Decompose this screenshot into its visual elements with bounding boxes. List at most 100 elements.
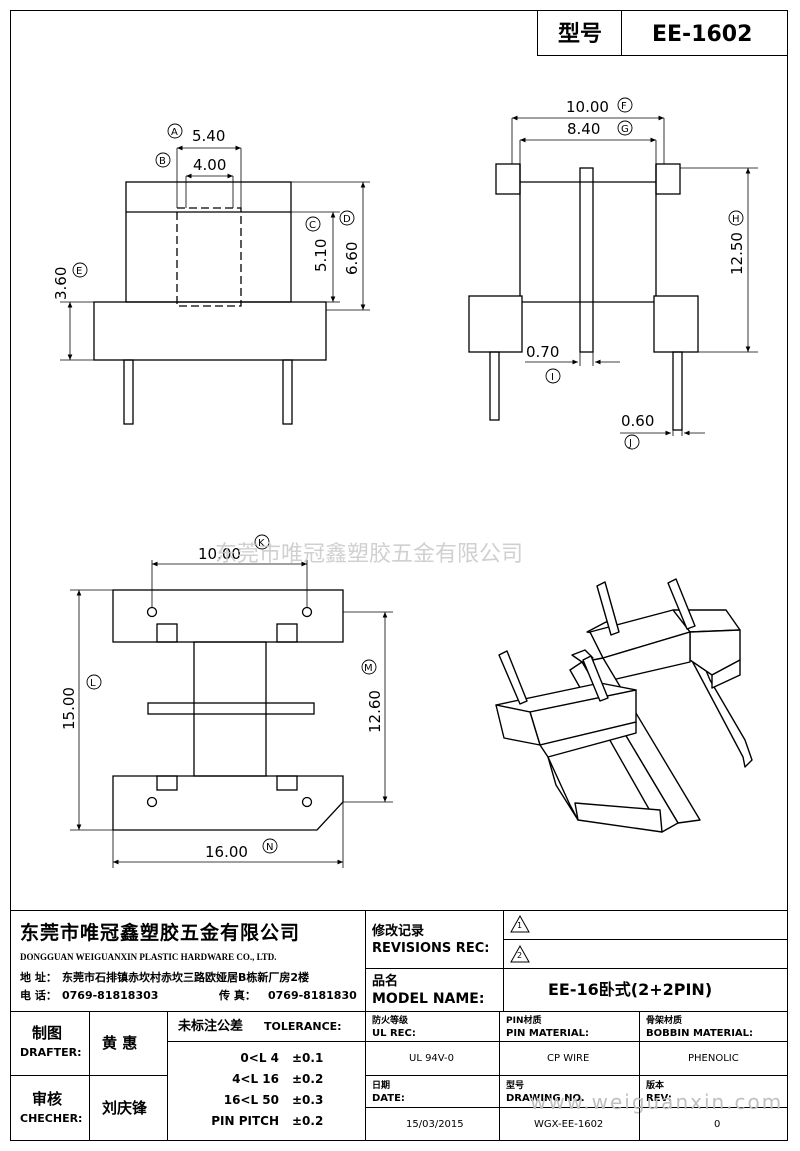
pin-hole <box>146 606 158 618</box>
checker-name-cell: 刘庆锋 <box>90 1076 168 1141</box>
top-view-dim-labels: 10.00 15.00 12.60 16.00 <box>60 545 384 861</box>
header-model-value: EE-1602 <box>652 22 753 47</box>
bobbin-value-cell: PHENOLIC <box>640 1042 788 1076</box>
watermark: 东莞市唯冠鑫塑胶五金有限公司 <box>215 542 523 567</box>
revision-row-2: 2 <box>504 940 788 969</box>
drawing-no-label-en: DRAWING NO. <box>506 1093 585 1104</box>
company-name-cn: 东莞市唯冠鑫塑胶五金有限公司 <box>20 922 301 944</box>
front-view-dims <box>60 145 370 361</box>
revisions-label-en: REVISIONS REC: <box>372 941 490 956</box>
dim-value: 0.60 <box>621 412 654 430</box>
drafter-name-cell: 黄 惠 <box>90 1012 168 1076</box>
date-label-en: DATE: <box>372 1093 405 1104</box>
ul-value-cell: UL 94V-0 <box>366 1042 500 1076</box>
side-view-left-base <box>468 295 523 353</box>
ul-label-cn: 防火等级 <box>372 1016 409 1026</box>
tolerance-title-cn: 未标注公差 <box>178 1019 244 1034</box>
isometric-pins <box>498 578 696 705</box>
address-label: 地 址： <box>20 971 57 984</box>
front-view-pin-left <box>123 359 134 425</box>
isometric-view <box>495 578 753 833</box>
phone-label: 电 话： <box>20 989 57 1002</box>
fax: 0769-8181830 <box>268 989 357 1002</box>
pin-value-cell: CP WIRE <box>500 1042 640 1076</box>
front-view-pin-right <box>282 359 293 425</box>
top-view-lower-flange <box>112 775 344 831</box>
company-section: 东莞市唯冠鑫塑胶五金有限公司 DONGGUAN WEIGUANXIN PLAST… <box>10 910 366 1012</box>
dim-mark: N <box>266 842 273 853</box>
revision-triangle-icon <box>510 945 530 963</box>
top-view <box>112 589 344 831</box>
tolerance-value: ±0.2 <box>292 1072 324 1086</box>
address: 东莞市石排镇赤坎村赤坎三路欧娅居B栋新厂房2楼 <box>62 971 310 984</box>
rev-label-cn: 版本 <box>646 1081 665 1091</box>
side-view-dim-labels: 10.00 8.40 12.50 0.70 0.60 <box>526 98 746 430</box>
pin-label-cell: PIN材质 PIN MATERIAL: <box>500 1012 640 1042</box>
side-view <box>468 163 699 431</box>
date-label-cell: 日期 DATE: <box>366 1076 500 1108</box>
company-name-en: DONGGUAN WEIGUANXIN PLASTIC HARDWARE CO.… <box>20 952 277 962</box>
drafter-label-en: DRAFTER: <box>20 1046 82 1059</box>
dim-mark: F <box>621 101 627 112</box>
model-name-label-en: MODEL NAME: <box>372 991 485 1007</box>
date-value: 15/03/2015 <box>406 1119 464 1130</box>
model-name-value-cell: EE-16卧式(2+2PIN) <box>504 969 788 1012</box>
side-view-pin-left <box>489 351 500 421</box>
rev-value: 0 <box>714 1119 721 1130</box>
bobbin-value: PHENOLIC <box>688 1053 739 1064</box>
ul-label-cell: 防火等级 UL REC: <box>366 1012 500 1042</box>
dim-value: 12.50 <box>728 232 746 275</box>
tolerance-range: 16<L 50 <box>223 1093 279 1107</box>
drawing-no-value: WGX-EE-1602 <box>534 1119 604 1130</box>
header-model-label: 型号 <box>558 22 603 47</box>
pin-hole <box>301 796 313 808</box>
dim-mark: K <box>258 538 265 549</box>
drafter-label-cell: 制图 DRAFTER: <box>10 1012 90 1076</box>
front-view <box>93 181 327 425</box>
dim-value: 16.00 <box>205 843 248 861</box>
dim-value: 6.60 <box>343 242 361 275</box>
revisions-label-cn: 修改记录 <box>372 924 425 939</box>
dim-mark: A <box>171 127 178 138</box>
dim-value: 12.60 <box>366 690 384 733</box>
title-block <box>10 910 788 1142</box>
side-view-right-base <box>653 295 699 353</box>
checker-name: 刘庆锋 <box>102 1099 148 1117</box>
drafter-name: 黄 惠 <box>102 1034 138 1052</box>
front-view-dim-labels: 5.40 4.00 5.10 6.60 3.60 <box>52 127 361 300</box>
side-view-left-flange <box>495 163 521 195</box>
tolerance-value: ±0.1 <box>292 1051 324 1065</box>
pin-hole <box>301 606 313 618</box>
drawing-no-label-cn: 型号 <box>506 1081 525 1091</box>
side-view-pin-right <box>672 351 683 431</box>
dim-value: 8.40 <box>567 120 600 138</box>
date-value-cell: 15/03/2015 <box>366 1108 500 1141</box>
front-view-core-dashed <box>176 207 242 307</box>
dim-mark: E <box>76 266 82 277</box>
model-name-label-cell: 品名 MODEL NAME: <box>366 969 504 1012</box>
top-view-marks: K L M N <box>86 534 377 854</box>
dim-value: 5.40 <box>192 127 225 145</box>
tolerance-value: ±0.2 <box>292 1114 324 1128</box>
tolerance-range: 0<L 4 <box>240 1051 279 1065</box>
fax-label: 传 真： <box>219 989 256 1002</box>
tolerance-range: 4<L 16 <box>232 1072 279 1086</box>
ul-value: UL 94V-0 <box>409 1053 455 1064</box>
side-view-marks: F G H I J <box>545 97 744 450</box>
top-view-core <box>193 641 267 777</box>
revision-row-1: 1 <box>504 910 788 940</box>
pin-value: CP WIRE <box>547 1053 590 1064</box>
tolerance-table: 0<L 4 ±0.1 4<L 16 ±0.2 16<L 50 ±0.3 PIN … <box>168 1042 366 1141</box>
dim-value: 4.00 <box>193 156 226 174</box>
dim-mark: G <box>621 124 629 135</box>
rev-value-cell: 0 <box>640 1108 788 1141</box>
dim-mark: B <box>159 156 166 167</box>
ul-label-en: UL REC: <box>372 1028 416 1039</box>
tolerance-range: PIN PITCH <box>211 1114 279 1128</box>
rev-label-cell: 版本 REV: <box>640 1076 788 1108</box>
dim-value: 10.00 <box>566 98 609 116</box>
model-name-value: EE-16卧式(2+2PIN) <box>548 980 713 999</box>
page-border <box>10 10 788 1141</box>
drafter-label-cn: 制图 <box>32 1024 63 1042</box>
date-label-cn: 日期 <box>372 1081 391 1091</box>
